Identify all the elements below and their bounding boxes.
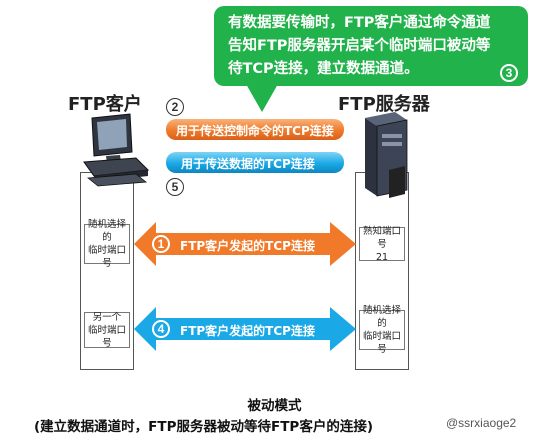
step-5-marker: 5 — [166, 178, 184, 196]
step-2-marker: 2 — [166, 98, 184, 116]
data-channel-pipe — [166, 152, 344, 173]
client-computer-icon — [83, 113, 150, 187]
bubble-line-3: 待TCP连接，建立数据通道。 — [228, 61, 419, 77]
connection-4-label: FTP客户发起的TCP连接 — [180, 324, 315, 338]
client-title: FTP客户 — [68, 94, 142, 115]
control-channel-label: 用于传送控制命令的TCP连接 — [176, 124, 334, 138]
server-title: FTP服务器 — [338, 94, 430, 115]
bubble-line-1: 有数据要传输时，FTP客户通过命令通道 — [228, 15, 491, 31]
caption-title: 被动模式 — [247, 398, 302, 414]
connection-1-arrow — [134, 222, 356, 266]
connection-4-arrow — [134, 307, 356, 351]
bubble-line-2: 告知FTP服务器开启某个临时端口被动等 — [228, 38, 491, 54]
connection-1-label: FTP客户发起的TCP连接 — [180, 239, 315, 253]
server-port-box-2: 随机选择的临时端口号 — [359, 305, 405, 355]
caption-subtitle: (建立数据通道时，FTP服务器被动等待FTP客户的连接) — [34, 419, 373, 435]
bubble-tail — [246, 84, 278, 112]
client-port-box-1: 随机选择的临时端口号 — [84, 219, 130, 269]
server-tower-icon — [365, 112, 408, 198]
step-3-marker: 3 — [500, 64, 518, 82]
watermark: @ssrxiaoge2 — [446, 416, 517, 430]
explanation-bubble: 有数据要传输时，FTP客户通过命令通道 告知FTP服务器开启某个临时端口被动等 … — [214, 6, 528, 86]
data-channel-label: 用于传送数据的TCP连接 — [181, 157, 315, 171]
client-port-box-2: 另一个临时端口号 — [84, 312, 130, 349]
step-1-marker: 1 — [152, 235, 170, 253]
control-channel-pipe — [166, 119, 344, 140]
step-4-marker: 4 — [152, 320, 170, 338]
